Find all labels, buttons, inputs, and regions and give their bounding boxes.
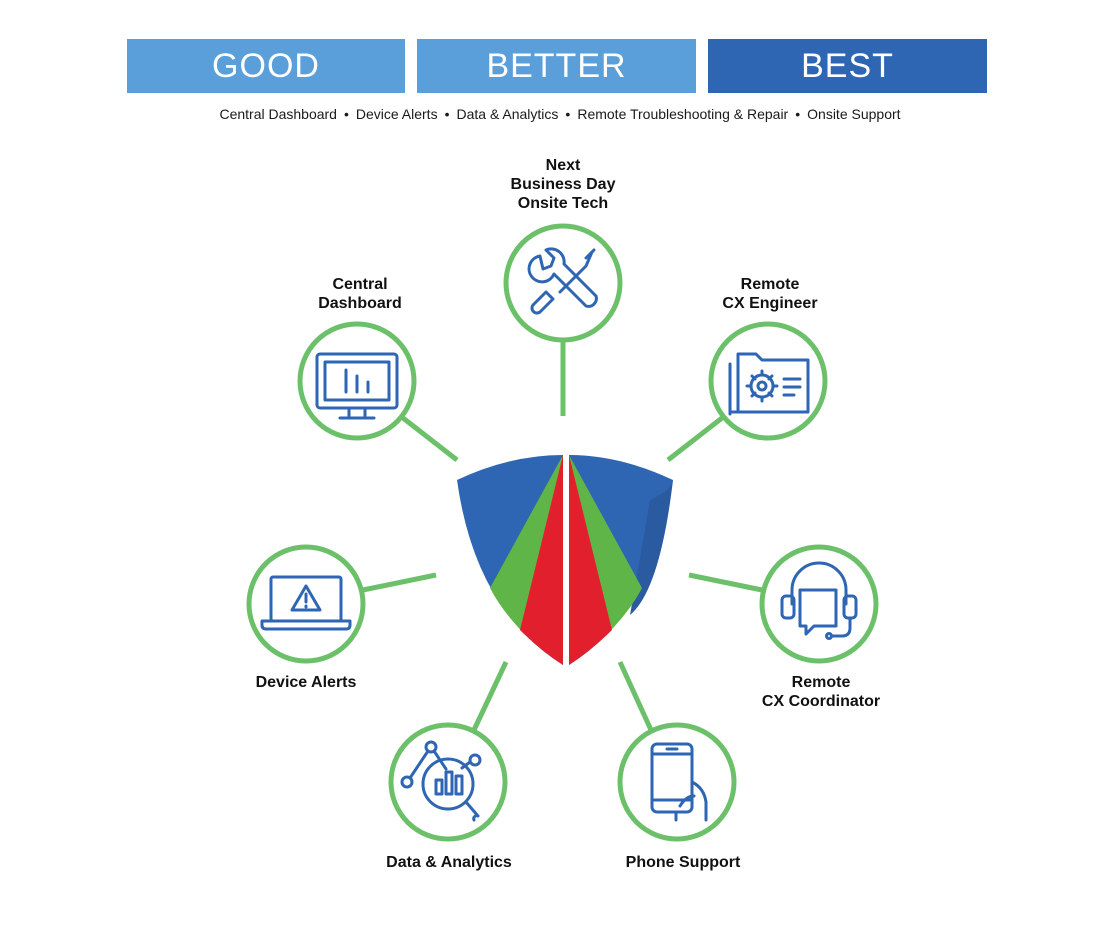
tier-best: BEST bbox=[708, 39, 987, 93]
headset-icon bbox=[780, 561, 858, 640]
tools-icon bbox=[527, 247, 598, 315]
shield-red-left bbox=[520, 455, 563, 665]
settings-folder-icon bbox=[728, 352, 810, 416]
connector-central-dashboard bbox=[401, 416, 459, 462]
tier-good: GOOD bbox=[127, 39, 405, 93]
feature-remote-troubleshooting: Remote Troubleshooting & Repair bbox=[577, 106, 789, 122]
shield-red-right bbox=[569, 455, 612, 665]
shield-logo bbox=[457, 455, 673, 665]
connector-phone-support bbox=[617, 660, 654, 732]
feature-device-alerts: Device Alerts bbox=[355, 106, 438, 122]
laptop-alert-icon bbox=[260, 575, 352, 631]
connector-cx-engineer bbox=[666, 416, 724, 462]
phone-in-hand-icon bbox=[650, 742, 708, 822]
ring-phone-support bbox=[617, 722, 737, 842]
ring-device-alerts bbox=[246, 544, 366, 664]
feature-data-analytics: Data & Analytics bbox=[456, 106, 559, 122]
connector-device-alerts bbox=[362, 572, 437, 593]
label-data-analytics: Data & Analytics bbox=[386, 854, 512, 871]
feature-onsite-support: Onsite Support bbox=[807, 106, 901, 122]
shield-shade-right bbox=[630, 480, 673, 615]
monitor-dashboard-icon bbox=[315, 352, 399, 420]
connector-lines bbox=[362, 340, 763, 732]
label-device-alerts: Device Alerts bbox=[255, 674, 357, 691]
ring-data-analytics bbox=[388, 722, 508, 842]
label-phone-support: Phone Support bbox=[625, 854, 741, 871]
connector-cx-coordinator bbox=[688, 572, 763, 593]
analytics-magnifier-icon bbox=[400, 740, 482, 822]
features-line: Central Dashboard•Device Alerts•Data & A… bbox=[219, 106, 901, 122]
feature-central-dashboard: Central Dashboard bbox=[219, 106, 337, 122]
tier-better: BETTER bbox=[417, 39, 696, 93]
connector-data-analytics bbox=[471, 660, 509, 732]
